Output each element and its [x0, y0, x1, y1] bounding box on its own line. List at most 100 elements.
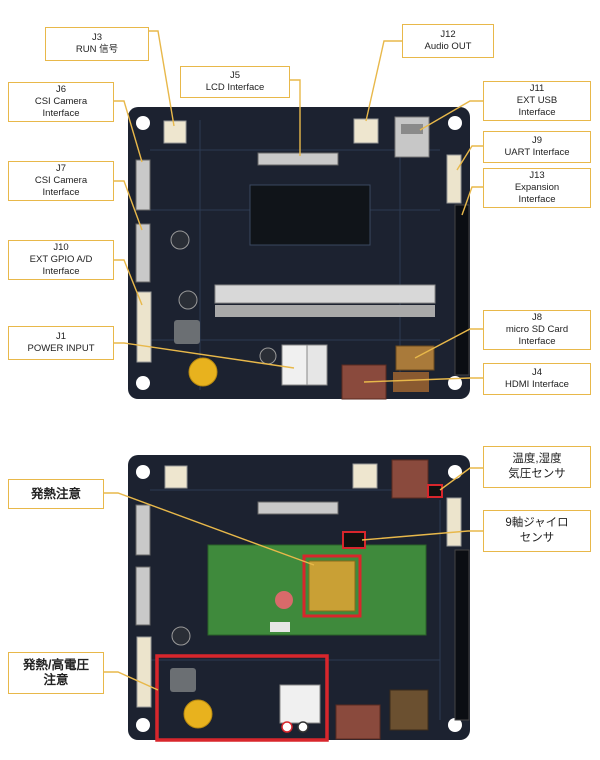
- mount-hole: [136, 116, 150, 130]
- hdmi-connector: [335, 704, 381, 740]
- audio-connector: [352, 463, 378, 489]
- label-j11-line1: J11: [529, 83, 545, 94]
- label-j6: J6 CSI Camera Interface: [8, 82, 114, 122]
- inductor: [170, 668, 196, 692]
- capacitor: [178, 290, 198, 310]
- csi-connector: [135, 566, 151, 626]
- fuse-disc: [188, 357, 218, 387]
- j6-csi-connector: [135, 159, 151, 211]
- minus-terminal-icon: [297, 721, 309, 733]
- usb-connector: [391, 459, 429, 499]
- label-j7: J7 CSI Camera Interface: [8, 161, 114, 201]
- leader-j8: [414, 328, 483, 359]
- mount-hole: [448, 116, 462, 130]
- microsd-slot: [389, 689, 429, 731]
- j3-connector: [163, 120, 187, 144]
- leader-j4: [363, 377, 483, 383]
- label-j4-line2: HDMI Interface: [505, 379, 569, 390]
- label-j9: J9 UART Interface: [483, 131, 591, 163]
- label-j7-line1: J7: [55, 163, 67, 174]
- label-env-sensor: 温度,湿度 気圧センサ: [483, 446, 591, 488]
- label-j1: J1 POWER INPUT: [8, 326, 114, 360]
- label-j7-line2: CSI Camera: [34, 175, 88, 186]
- j1-power-connector: [281, 344, 309, 386]
- mount-hole: [136, 718, 150, 732]
- j9-uart-connector: [446, 154, 462, 204]
- label-j5-line1: J5: [229, 70, 241, 81]
- sd-card-holder: [393, 372, 429, 392]
- module-label-sticker: [270, 622, 290, 632]
- gyro-sensor-highlight: [342, 531, 366, 549]
- expansion-header: [454, 549, 470, 721]
- j5-lcd-connector: [257, 152, 339, 166]
- label-gyro-sensor-line2: センサ: [519, 532, 555, 544]
- label-j4-line1: J4: [531, 367, 543, 378]
- lcd-connector: [257, 501, 339, 515]
- label-j8-line2: micro SD Card: [505, 324, 569, 335]
- usb-port-slot: [401, 124, 423, 134]
- label-j5: J5 LCD Interface: [180, 66, 290, 98]
- j11-usb-connector: [394, 116, 430, 158]
- label-heat-hv-warning-line2: 注意: [43, 673, 69, 687]
- leader-j1: [113, 342, 295, 369]
- label-heat-hv-warning-line1: 発熱/高電圧: [23, 658, 89, 672]
- capacitor: [259, 347, 277, 365]
- power-area-highlight: [155, 654, 329, 742]
- label-heat-hv-warning: 発熱/高電圧 注意: [8, 652, 104, 694]
- j7-csi-connector: [135, 223, 151, 283]
- label-j11-line2: EXT USB: [516, 95, 558, 106]
- label-j10-line3: Interface: [42, 266, 80, 277]
- gpio-connector: [136, 636, 152, 708]
- leader-gyro: [361, 530, 483, 541]
- leader-j3: [148, 30, 175, 127]
- label-gyro-sensor-line1: 9軸ジャイロ: [505, 517, 569, 529]
- j10-gpio-connector: [136, 291, 152, 363]
- j1-power-connector-2: [306, 344, 328, 386]
- top-pcb: [128, 107, 470, 399]
- label-j10-line1: J10: [53, 242, 69, 253]
- label-j13: J13 Expansion Interface: [483, 168, 591, 208]
- label-j9-line2: UART Interface: [504, 147, 570, 158]
- capacitor: [170, 230, 190, 250]
- bottom-leader-lines: [104, 467, 483, 691]
- mount-hole: [448, 376, 462, 390]
- label-j6-line1: J6: [55, 84, 67, 95]
- label-j4: J4 HDMI Interface: [483, 363, 591, 395]
- label-j13-line1: J13: [529, 170, 545, 181]
- raspberry-logo: [275, 591, 293, 609]
- label-j12-line2: Audio OUT: [424, 41, 472, 52]
- label-j8-line3: Interface: [518, 336, 556, 347]
- chip-array: [249, 184, 371, 246]
- mount-hole: [448, 718, 462, 732]
- label-j12: J12 Audio OUT: [402, 24, 494, 58]
- label-heat-warning: 発熱注意: [8, 479, 104, 509]
- env-sensor-highlight: [427, 484, 443, 498]
- capacitor: [171, 626, 191, 646]
- leader-heat: [104, 492, 315, 566]
- leader-j6: [113, 100, 143, 163]
- csi-connector: [135, 504, 151, 556]
- label-j5-line2: LCD Interface: [205, 82, 265, 93]
- inductor: [174, 320, 200, 344]
- mount-hole: [448, 465, 462, 479]
- leader-j7: [113, 180, 143, 231]
- leader-j12: [365, 40, 402, 122]
- label-j3-line2: RUN 信号: [75, 44, 119, 55]
- label-gyro-sensor: 9軸ジャイロ センサ: [483, 510, 591, 552]
- soc-chip: [308, 560, 356, 612]
- mount-hole: [136, 376, 150, 390]
- label-j12-line1: J12: [440, 29, 456, 40]
- label-j1-line1: J1: [55, 331, 67, 342]
- plus-terminal-icon: [281, 721, 293, 733]
- label-j8-line1: J8: [531, 312, 543, 323]
- j13-expansion-header: [454, 204, 470, 376]
- label-heat-warning-line1: 発熱注意: [30, 486, 81, 501]
- label-j11: J11 EXT USB Interface: [483, 81, 591, 121]
- top-leader-lines: [113, 30, 483, 383]
- compute-module: [207, 544, 427, 636]
- label-j9-line1: J9: [531, 135, 543, 146]
- top-board: [128, 107, 470, 400]
- soc-highlight: [302, 554, 362, 618]
- sodimm-socket-rail: [215, 305, 435, 317]
